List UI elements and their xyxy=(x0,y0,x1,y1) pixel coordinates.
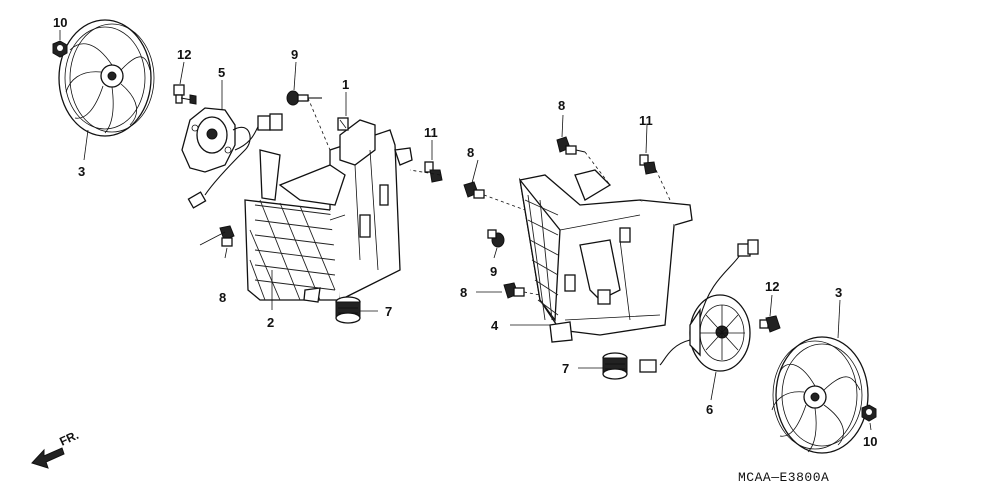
bolt-8-left xyxy=(219,225,235,247)
callout-4: 4 xyxy=(491,318,499,333)
callout-1: 1 xyxy=(342,77,349,92)
shroud-2 xyxy=(244,119,413,303)
bolt-9-top xyxy=(286,90,322,106)
bolt-8-mid-bottom xyxy=(503,282,525,299)
bolt-9-mid xyxy=(487,229,505,248)
bolt-11-left xyxy=(424,161,443,183)
callout-8-mid-top: 8 xyxy=(467,145,474,160)
callout-5: 5 xyxy=(218,65,225,80)
callout-9-mid: 9 xyxy=(490,264,497,279)
fan-blade-left xyxy=(58,19,155,137)
callout-7-right: 7 xyxy=(562,361,569,376)
grommet-7-right xyxy=(602,352,628,380)
callout-8-left: 8 xyxy=(219,290,226,305)
callout-6: 6 xyxy=(706,402,713,417)
clip-1 xyxy=(337,117,349,131)
callout-7-left: 7 xyxy=(385,304,392,319)
nut-10-right xyxy=(861,404,877,422)
callout-10-right: 10 xyxy=(863,434,877,449)
bolt-12-right xyxy=(759,315,781,333)
callout-8-right-top: 8 xyxy=(558,98,565,113)
bolt-8-mid-top xyxy=(463,181,485,199)
callout-labels: 10 3 12 5 9 1 11 8 2 7 8 9 8 4 7 8 11 12… xyxy=(53,15,877,449)
callout-11-left: 11 xyxy=(424,125,438,140)
fan-blade-right xyxy=(771,336,869,454)
callout-3-left: 3 xyxy=(78,164,85,179)
callout-10-left: 10 xyxy=(53,15,67,30)
bolt-11-right xyxy=(639,154,657,175)
fan-motor-6 xyxy=(639,239,759,373)
callout-3-right: 3 xyxy=(835,285,842,300)
callout-8-mid-bottom: 8 xyxy=(460,285,467,300)
fr-label: FR. xyxy=(57,428,80,449)
grommet-7-left xyxy=(335,296,361,324)
bolt-12-left xyxy=(173,84,197,105)
bolt-8-right-top xyxy=(556,136,586,155)
diagram-code: MCAA—E3800A xyxy=(738,470,829,485)
callout-12-right: 12 xyxy=(765,279,779,294)
callout-9-top: 9 xyxy=(291,47,298,62)
callout-11-right: 11 xyxy=(639,113,653,128)
shroud-4 xyxy=(518,169,693,343)
nut-10-left xyxy=(52,40,68,58)
leader-lines xyxy=(59,30,872,431)
fan-motor-5 xyxy=(181,107,283,209)
callout-2: 2 xyxy=(267,315,274,330)
callout-12-left: 12 xyxy=(177,47,191,62)
front-direction-arrow: FR. xyxy=(31,428,81,469)
